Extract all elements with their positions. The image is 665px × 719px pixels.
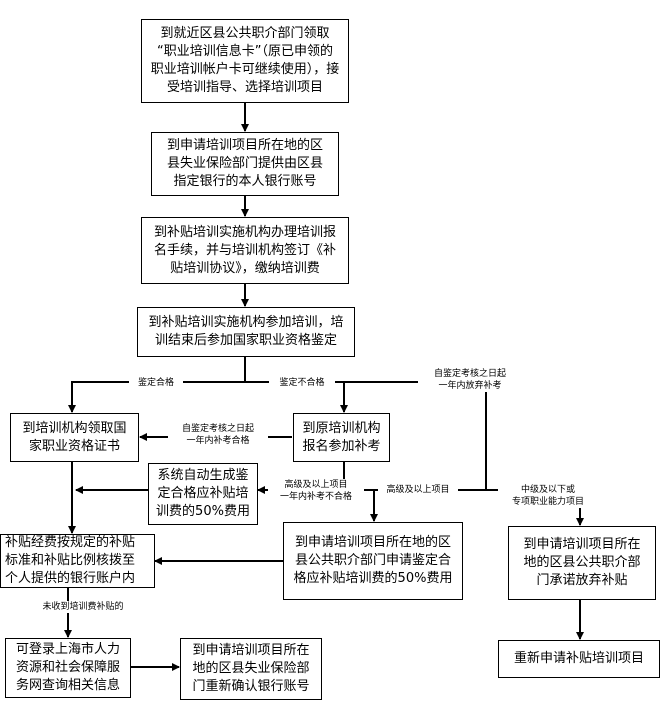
label-fail: 鉴定不合格: [269, 377, 335, 389]
label-abandon-retake: 自鉴定考核之日起 一年内放弃补考: [418, 368, 522, 392]
label-no-subsidy-received: 未收到培训费补贴的: [28, 601, 138, 613]
step-get-info-card: 到就近区县公共职介部门领取 “职业培训信息卡”（原已申领的 职业培训帐户卡可继续…: [141, 19, 349, 103]
label-intermediate-project: 中级及以下或 专项职业能力项目: [498, 484, 598, 508]
label-retake-pass: 自鉴定考核之日起 一年内补考合格: [168, 423, 268, 447]
step-attend-training: 到补贴培训实施机构参加培训，培 训结束后参加国家职业资格鉴定: [137, 307, 355, 357]
step-provide-bank-account: 到申请培训项目所在地的区 县失业保险部门提供由区县 指定银行的本人银行账号: [151, 132, 339, 196]
step-retake-exam: 到原培训机构 报名参加补考: [293, 413, 390, 462]
step-reapply-training: 重新申请补贴培训项目: [498, 640, 660, 678]
arrow-b4-b5: [68, 381, 245, 413]
step-reconfirm-bank-account: 到申请培训项目所在 地的区县失业保险部 门重新确认银行账号: [180, 638, 322, 700]
step-abandon-subsidy: 到申请培训项目所在 地的区县公共职介部 门承诺放弃补贴: [508, 526, 656, 600]
step-subsidy-transfer: 补贴经费按规定的补贴 标准和补贴比例核拨至 个人提供的银行账户内: [0, 534, 155, 588]
step-register-training: 到补贴培训实施机构办理培训报 名手续，并与培训机构签订《补 贴培训协议》，缴纳培…: [141, 217, 349, 284]
step-get-certificate: 到培训机构领取国 家职业资格证书: [10, 413, 139, 462]
label-pass: 鉴定合格: [129, 377, 183, 389]
label-advanced-retake-fail: 高级及以上项目 一年内补考不合格: [268, 479, 364, 503]
step-check-website: 可登录上海市人力 资源和社会保障服 务网查询相关信息: [5, 638, 131, 698]
label-advanced-project: 高级及以上项目: [378, 484, 458, 496]
step-apply-subsidy-50: 到申请培训项目所在地的区 县公共职介部门申请鉴定合 格应补贴培训费的50%费用: [283, 522, 463, 600]
step-auto-generate-subsidy: 系统自动生成鉴 定合格应补贴培 训费的50%费用: [148, 463, 258, 525]
